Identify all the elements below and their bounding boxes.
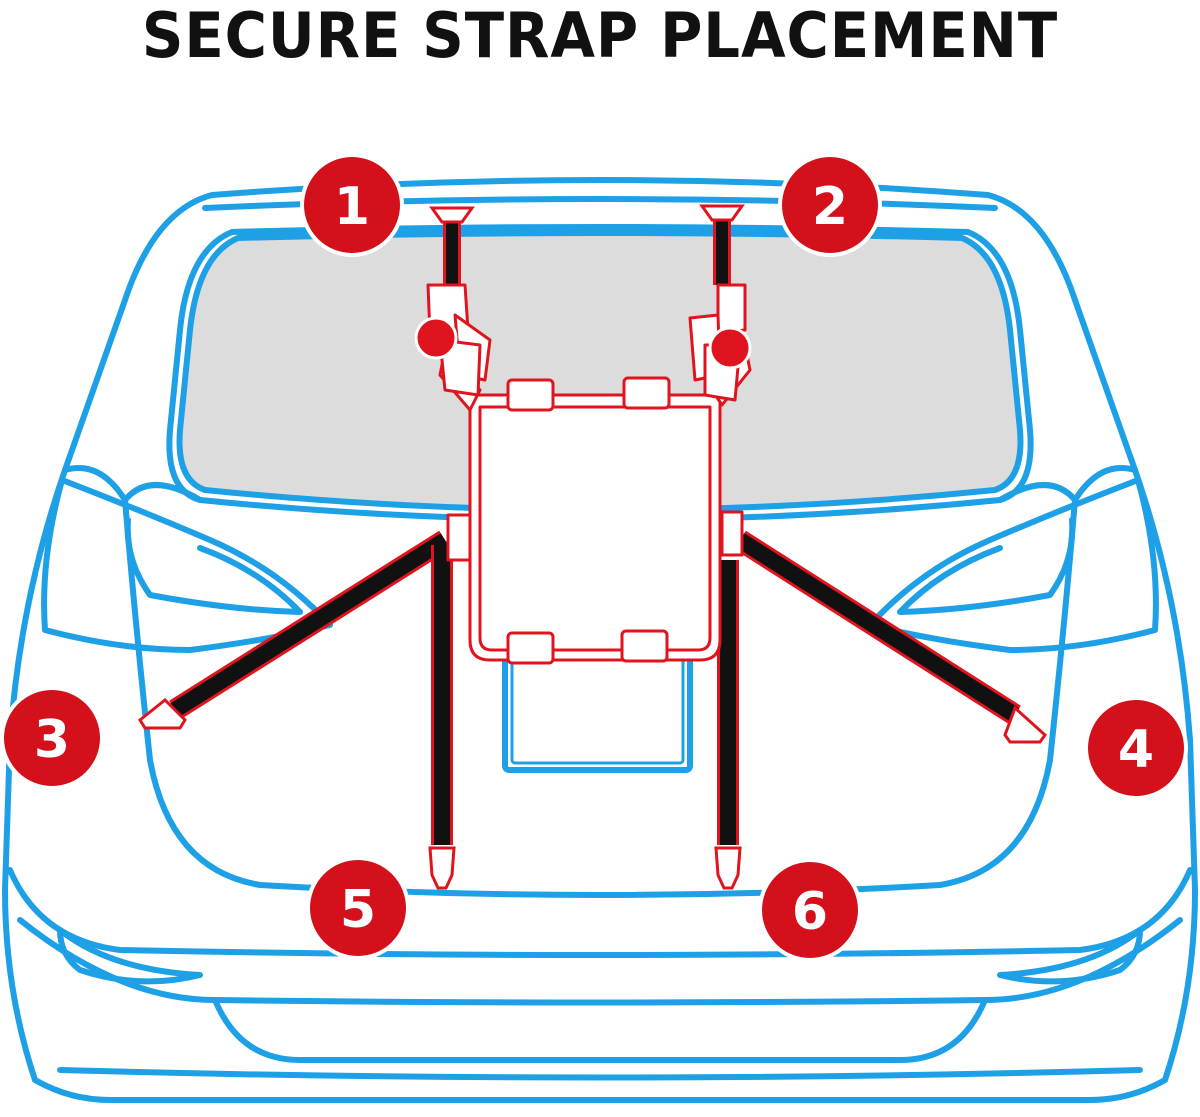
badge-6: 6 [758, 858, 862, 962]
diagram-title: SECURE STRAP PLACEMENT [141, 0, 1059, 72]
badge-1-label: 1 [334, 177, 370, 237]
left-taillight-inner [124, 517, 303, 615]
straps [138, 204, 1047, 890]
bike-rack [426, 283, 752, 665]
badge-4: 4 [1084, 696, 1188, 800]
hatch-panel [122, 482, 1078, 898]
strap-bottom-right [714, 560, 742, 890]
rack-leg-right [720, 510, 744, 557]
strap-side-right [734, 530, 1047, 744]
top-pad-left [506, 378, 555, 412]
rack-leg-left [446, 513, 472, 562]
badge-5: 5 [306, 856, 410, 960]
right-reflector [997, 927, 1143, 985]
badge-2-label: 2 [812, 177, 848, 237]
strap-bottom-left [428, 545, 456, 890]
strap-side-left [138, 530, 451, 730]
bottom-lip [57, 1067, 1143, 1081]
bumper-step [212, 997, 988, 1063]
rear-window-glass [176, 230, 1024, 513]
badge-3-label: 3 [34, 710, 70, 770]
strap-top-left [429, 206, 475, 285]
bumper-lower [17, 917, 1183, 1006]
badge-1: 1 [300, 153, 404, 257]
hub-right-block [716, 283, 747, 335]
top-pad-right [622, 376, 671, 410]
strap-top-right [699, 204, 745, 285]
bottom-pad-left [506, 631, 555, 665]
badge-4-label: 4 [1118, 720, 1154, 780]
badge-6-label: 6 [792, 882, 828, 942]
left-side-panel [62, 465, 128, 503]
left-taillight [41, 477, 333, 653]
badge-5-label: 5 [340, 880, 376, 940]
bumper-top [7, 867, 1193, 958]
car-body-outline [2, 177, 1198, 1103]
bottom-pad-right [620, 629, 669, 663]
right-taillight [867, 477, 1159, 653]
badge-3: 3 [0, 686, 104, 790]
knob-right [708, 326, 752, 370]
knob-left [414, 316, 458, 360]
rack-frame-inner [478, 405, 712, 652]
license-plate-inner [510, 653, 685, 765]
right-side-panel [1072, 465, 1138, 503]
left-reflector [57, 927, 203, 985]
right-taillight-inner [897, 517, 1076, 615]
badge-2: 2 [778, 153, 882, 257]
